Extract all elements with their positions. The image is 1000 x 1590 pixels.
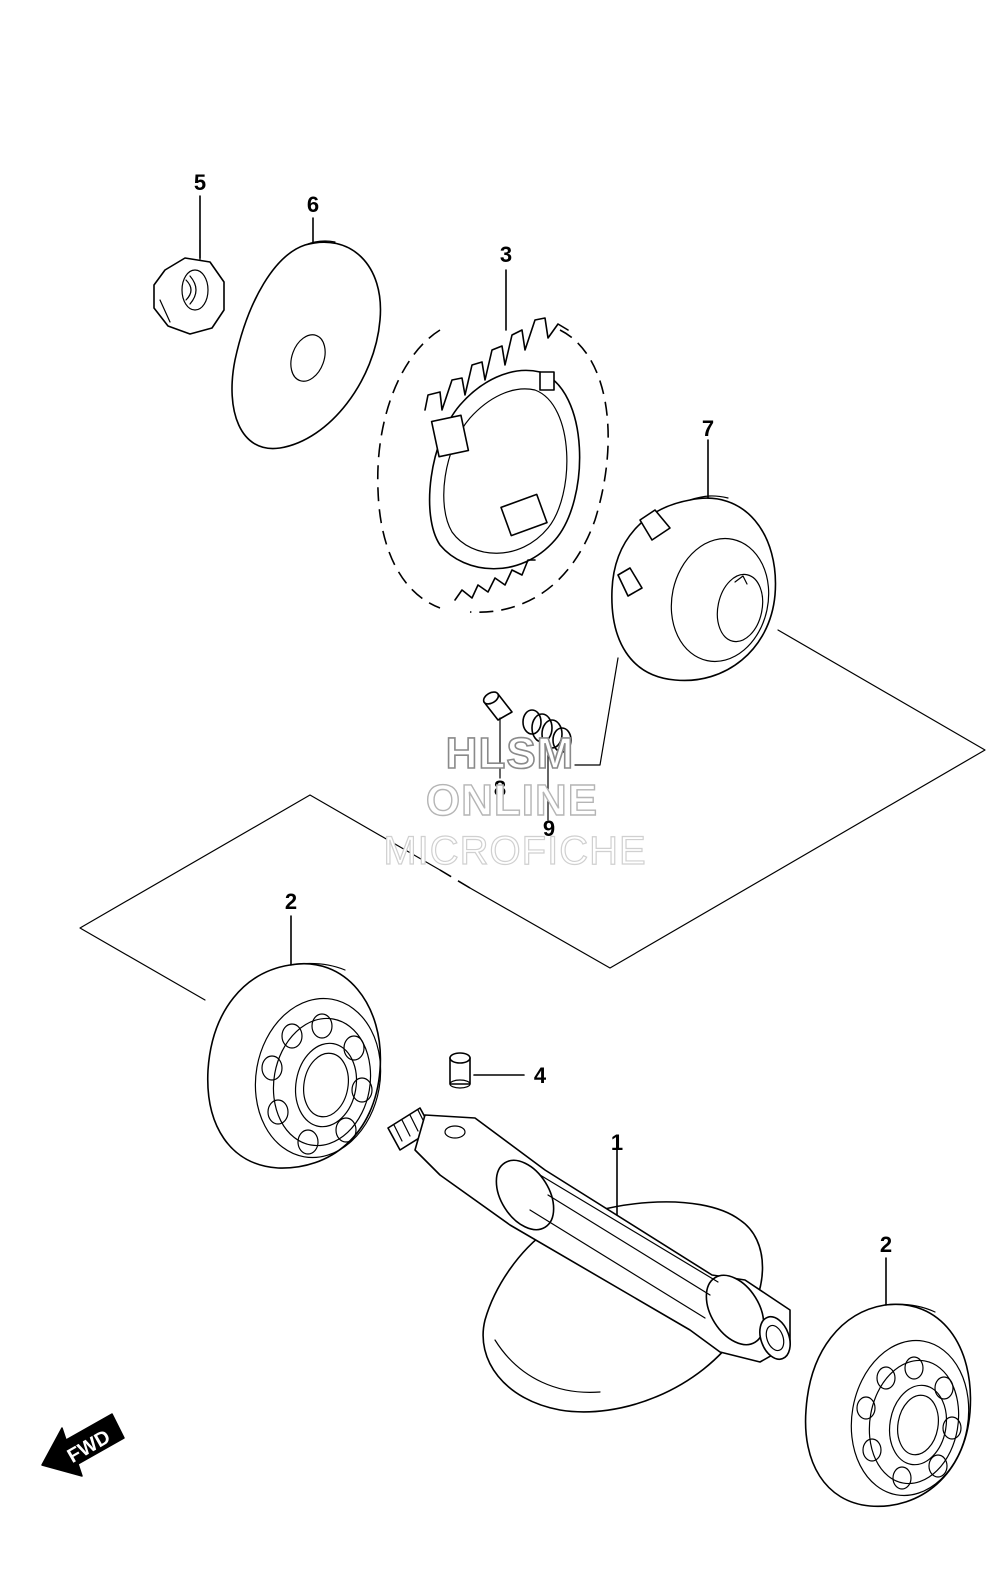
watermark: HLSM ONLINE MICROFICHE <box>383 728 647 873</box>
part-1-shaft <box>387 1107 791 1413</box>
callout-6: 6 <box>307 192 319 217</box>
callout-2-upper: 2 <box>285 889 297 914</box>
callout-2-lower: 2 <box>880 1232 892 1257</box>
part-7-hub <box>611 439 777 682</box>
callout-7: 7 <box>702 416 714 441</box>
callout-labels: 5 6 3 7 8 9 2 4 1 2 <box>194 170 892 1257</box>
part-3-gear <box>376 269 609 614</box>
part-8-pin <box>482 691 513 779</box>
fwd-arrow-icon <box>41 1413 125 1477</box>
callout-4: 4 <box>534 1063 547 1088</box>
watermark-line-2: ONLINE <box>426 776 598 825</box>
callout-8: 8 <box>494 776 506 801</box>
part-2-bearing-upper <box>207 915 382 1169</box>
callout-9: 9 <box>543 816 555 841</box>
part-6-washer <box>231 217 382 450</box>
part-2-bearing-lower <box>804 1257 972 1508</box>
part-9-spring <box>522 709 572 821</box>
watermark-line-3: MICROFICHE <box>383 829 646 873</box>
fwd-direction-badge: FWD <box>41 1413 125 1477</box>
callout-5: 5 <box>194 170 206 195</box>
watermark-line-1: HLSM <box>446 729 575 778</box>
callout-3: 3 <box>500 242 512 267</box>
callout-1: 1 <box>611 1130 623 1155</box>
part-5-nut <box>153 195 225 335</box>
assembly-outline <box>79 629 986 1001</box>
part-4-dowel <box>449 1052 525 1089</box>
